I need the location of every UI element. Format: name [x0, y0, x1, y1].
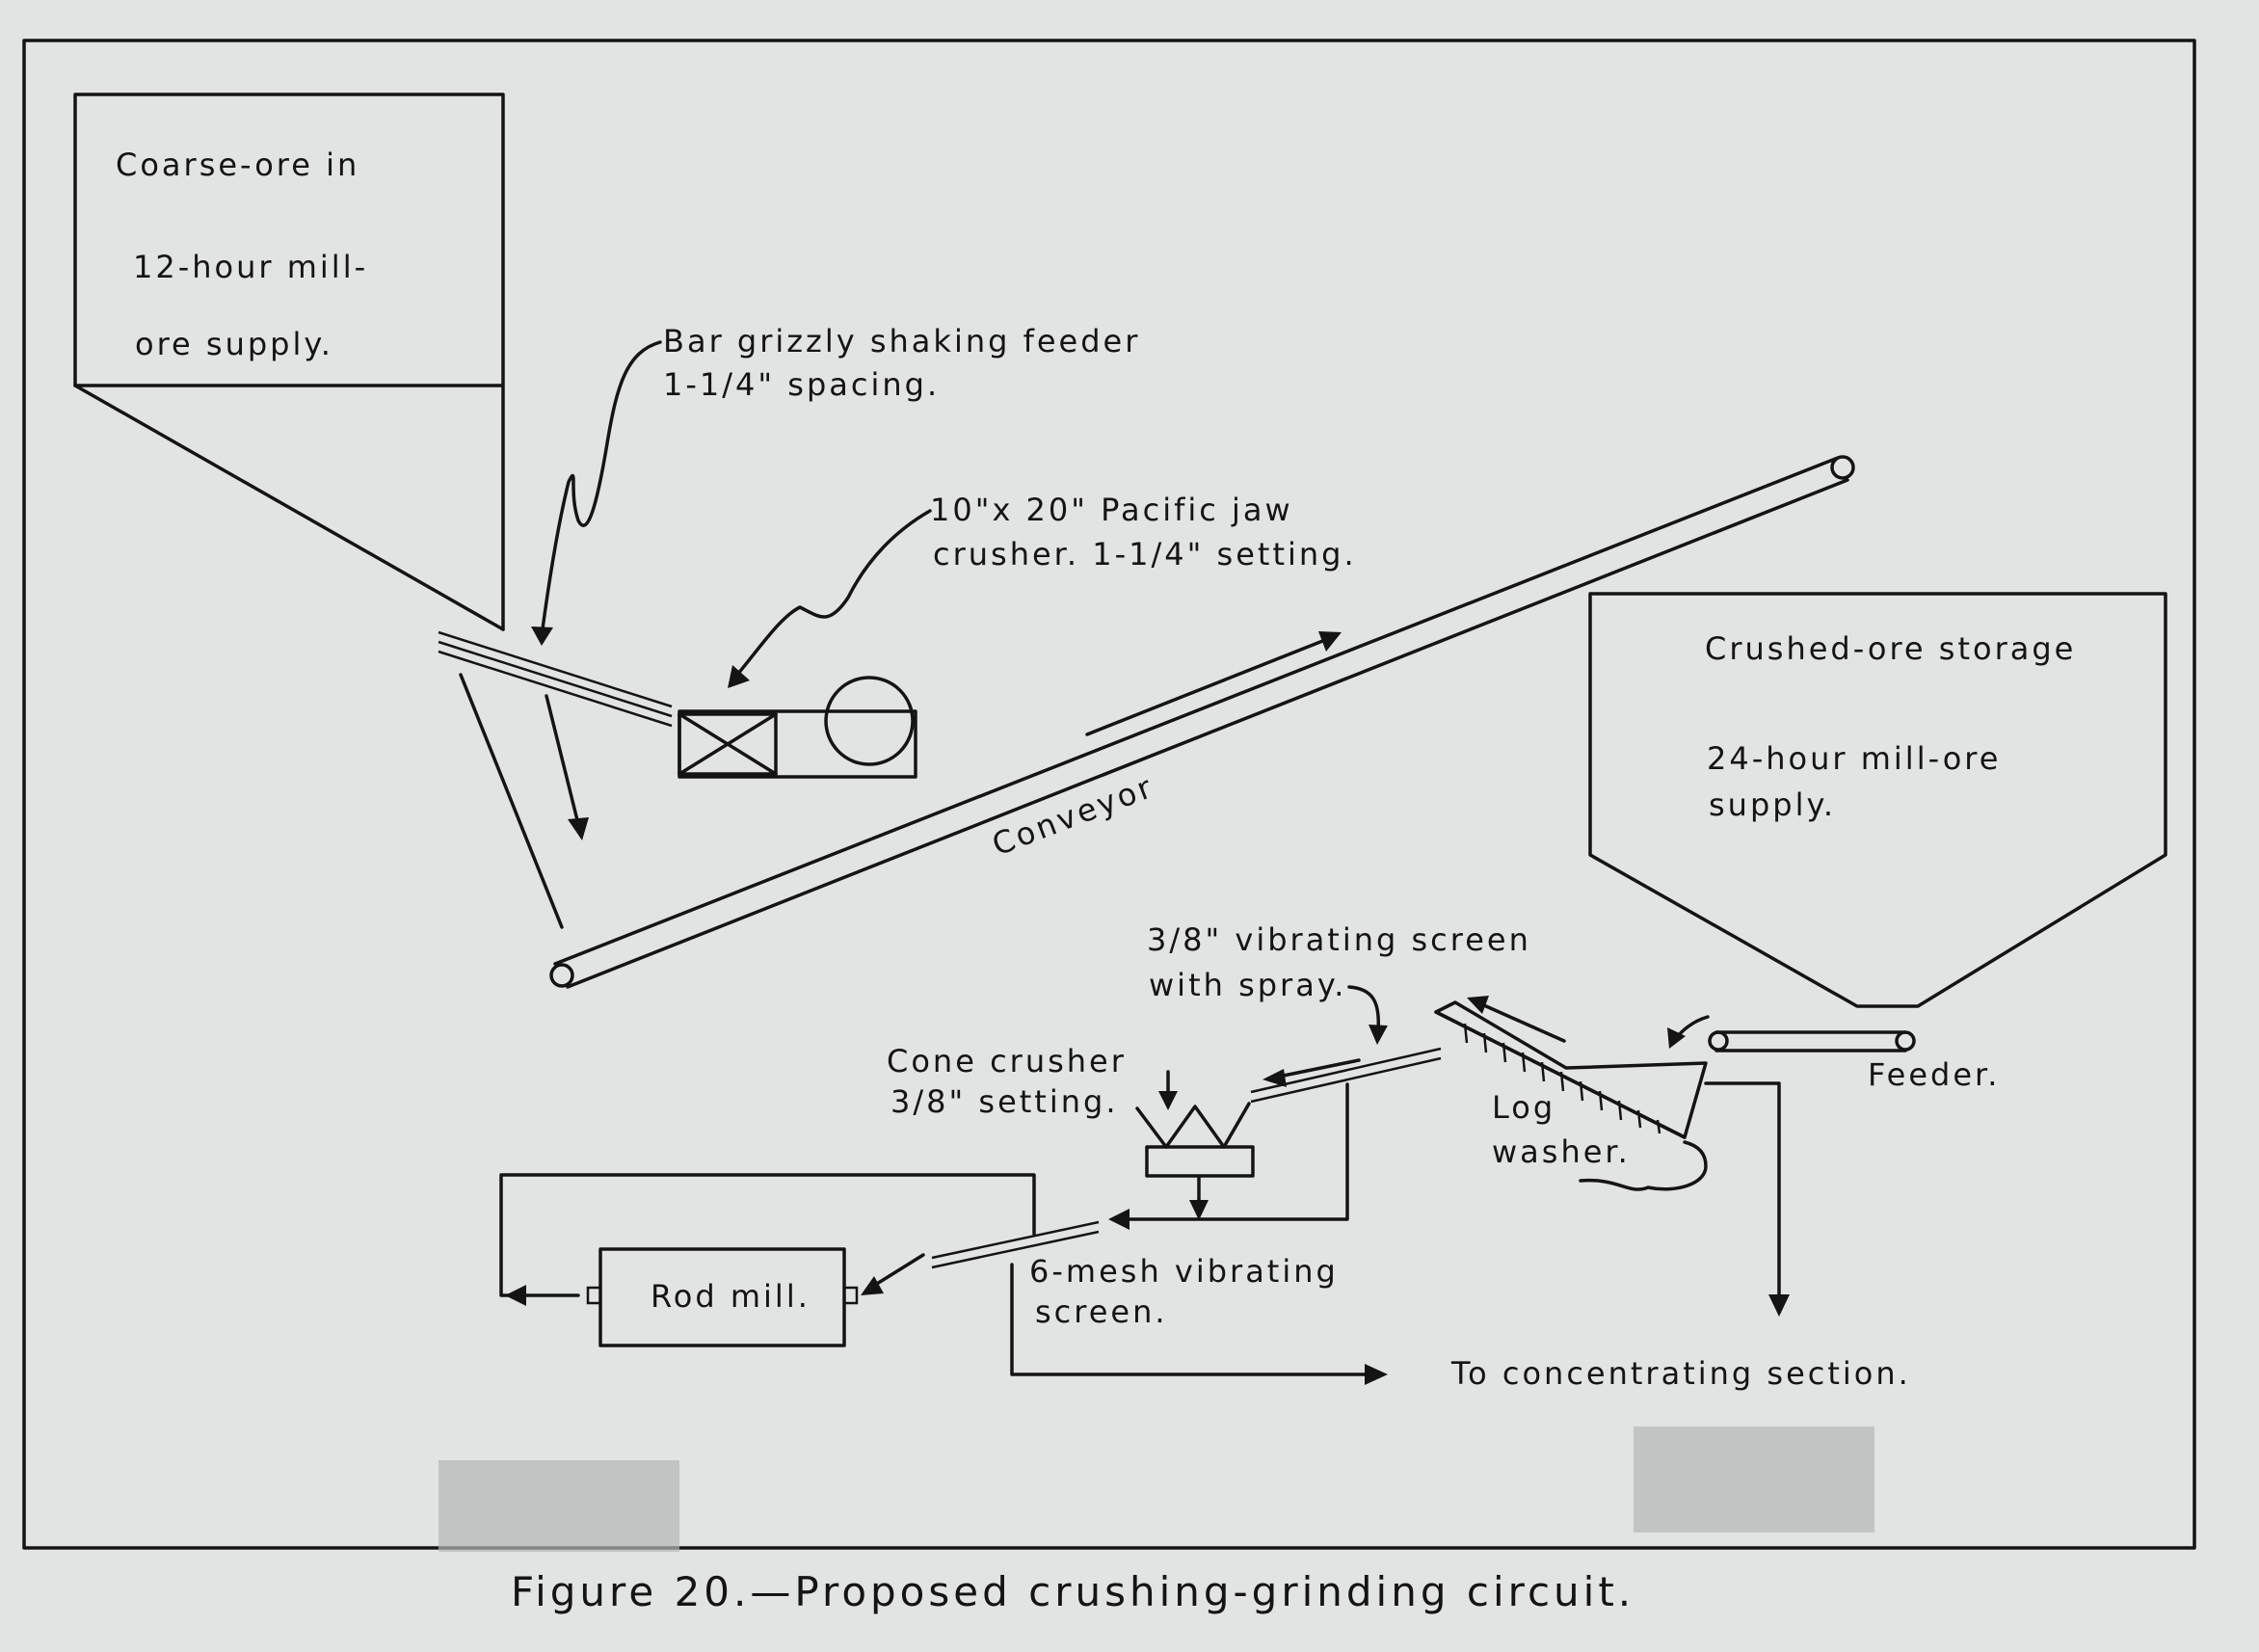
smudge-left [439, 1460, 679, 1552]
arrowhead-icon [1318, 631, 1342, 652]
arrowhead-icon [1189, 1200, 1209, 1220]
grizzly-leader-line [540, 340, 662, 638]
figure-caption: Figure 20.—Proposed crushing-grinding ci… [511, 1568, 1634, 1615]
vib-screen-label-1: 3/8" vibrating screen [1147, 921, 1531, 958]
rod-mill-label: Rod mill. [651, 1278, 811, 1315]
bar-grizzly [438, 630, 673, 728]
chute-flow-arrow [545, 694, 580, 826]
arrowhead-icon [1262, 1069, 1287, 1087]
coarse-bin-label-1: Coarse-ore in [116, 147, 359, 183]
jaw-leader-line [735, 509, 932, 677]
grizzly-label-1: Bar grizzly shaking feeder [663, 323, 1140, 360]
arrowhead-icon [505, 1285, 526, 1306]
log-washer-label-2: washer. [1492, 1133, 1631, 1170]
coarse-ore-bin [73, 93, 505, 631]
arrowhead-icon [531, 626, 553, 646]
cone-label-2: 3/8" setting. [890, 1083, 1119, 1120]
vib-screen-leader [1347, 985, 1381, 1033]
crushed-bin-label-3: supply. [1709, 786, 1836, 823]
concentrating-label: To concentrating section. [1450, 1355, 1911, 1392]
vib-screen-flow-arrow [1272, 1058, 1361, 1079]
jaw-crusher [678, 676, 917, 779]
washer-flow-arrow [1475, 1000, 1566, 1043]
rod-mill-return-loop [499, 1173, 1036, 1297]
feeder-belt [1708, 1030, 1916, 1052]
vibrating-screen-6-mesh [931, 1220, 1100, 1269]
coarse-bin-label-3: ore supply. [135, 326, 333, 362]
smudge-right [1634, 1426, 1874, 1532]
mesh-screen-label-2: screen. [1035, 1293, 1168, 1330]
conveyor-flow-arrow [1085, 636, 1332, 736]
arrowhead-icon [1365, 1364, 1388, 1385]
cone-label-1: Cone crusher [887, 1043, 1127, 1079]
feeder-label: Feeder. [1868, 1056, 2000, 1093]
arrowhead-icon [568, 817, 589, 840]
log-washer-leader [1579, 1140, 1708, 1191]
chute-line [459, 673, 564, 929]
mesh-screen-label-1: 6-mesh vibrating [1029, 1253, 1339, 1290]
rod-mill [586, 1247, 859, 1347]
crushed-bin-label-2: 24-hour mill-ore [1707, 740, 2001, 777]
arrowhead-icon [728, 665, 750, 688]
arrowhead-icon [1108, 1209, 1130, 1230]
cone-crusher [1135, 1102, 1255, 1178]
jaw-crusher-label-1: 10"x 20" Pacific jaw [930, 492, 1293, 528]
arrowhead-icon [861, 1276, 884, 1295]
arrowhead-icon [1158, 1091, 1178, 1110]
log-washer-label-1: Log [1492, 1089, 1555, 1126]
grizzly-label-2: 1-1/4" spacing. [663, 366, 940, 403]
crushed-ore-bin [1588, 592, 2167, 1008]
screen-to-mill-arrow [870, 1253, 925, 1289]
washer-overflow-line [1704, 1081, 1781, 1303]
to-concentrating-line [1010, 1263, 1370, 1376]
figure-frame [22, 39, 2196, 1550]
vib-screen-label-2: with spray. [1149, 967, 1346, 1003]
jaw-crusher-label-2: crusher. 1-1/4" setting. [933, 536, 1357, 573]
arrowhead-icon [1467, 996, 1489, 1014]
log-washer [1434, 1000, 1708, 1139]
arrowhead-icon [1768, 1294, 1790, 1317]
belt-conveyor [549, 455, 1855, 989]
coarse-bin-label-2: 12-hour mill- [133, 249, 368, 285]
crushed-bin-label-1: Crushed-ore storage [1705, 630, 2076, 667]
arrowhead-icon [1369, 1025, 1388, 1045]
arrowhead-icon [1667, 1027, 1686, 1049]
screen-undersize-line [1121, 1082, 1349, 1221]
